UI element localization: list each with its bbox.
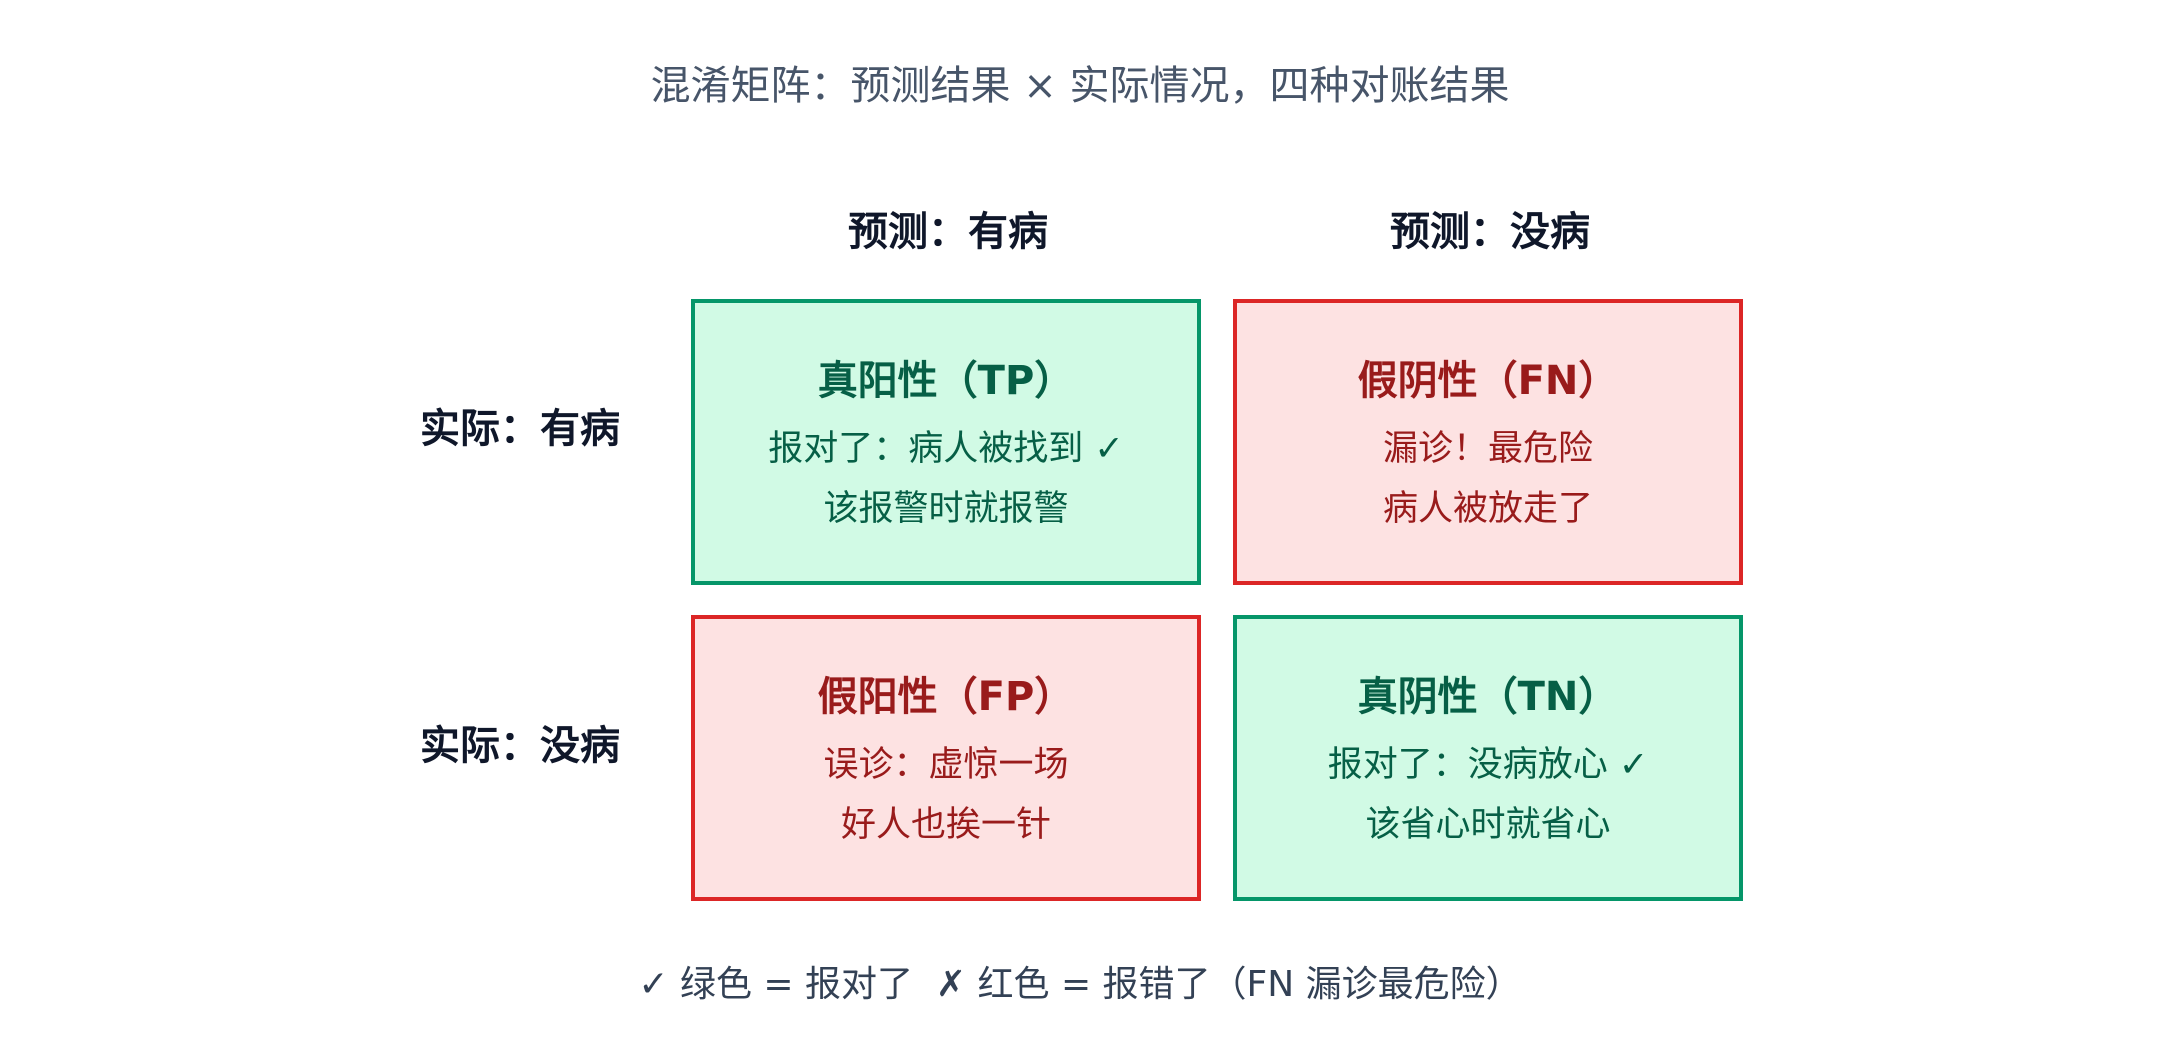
- cell-false-positive: 假阳性（FP） 误诊：虚惊一场 好人也挨一针: [691, 615, 1201, 901]
- cell-title: 假阳性（FP）: [817, 674, 1075, 720]
- cell-true-positive: 真阳性（TP） 报对了：病人被找到 ✓ 该报警时就报警: [691, 299, 1201, 585]
- cell-line: 误诊：虚惊一场: [823, 745, 1069, 785]
- legend: ✓ 绿色 = 报对了 ✗ 红色 = 报错了（FN 漏诊最危险）: [638, 964, 1522, 1005]
- cell-line: 漏诊！最危险: [1382, 429, 1593, 469]
- cell-title: 真阴性（TN）: [1357, 674, 1619, 720]
- row-header-actual-negative: 实际：没病: [420, 723, 620, 769]
- cell-line: 报对了：病人被找到 ✓: [768, 429, 1124, 469]
- cell-false-negative: 假阴性（FN） 漏诊！最危险 病人被放走了: [1233, 299, 1743, 585]
- cell-true-negative: 真阴性（TN） 报对了：没病放心 ✓ 该省心时就省心: [1233, 615, 1743, 901]
- cell-line: 好人也挨一针: [840, 805, 1051, 845]
- column-header-predicted-positive: 预测：有病: [848, 209, 1048, 255]
- cell-line: 该报警时就报警: [823, 489, 1069, 529]
- cell-line: 病人被放走了: [1382, 489, 1593, 529]
- cell-line: 该省心时就省心: [1365, 805, 1611, 845]
- cell-title: 假阴性（FN）: [1357, 358, 1619, 404]
- cell-title: 真阳性（TP）: [817, 358, 1075, 404]
- column-header-predicted-negative: 预测：没病: [1390, 209, 1590, 255]
- cell-line: 报对了：没病放心 ✓: [1327, 745, 1649, 785]
- diagram-title: 混淆矩阵：预测结果 × 实际情况，四种对账结果: [650, 63, 1510, 109]
- row-header-actual-positive: 实际：有病: [420, 406, 620, 452]
